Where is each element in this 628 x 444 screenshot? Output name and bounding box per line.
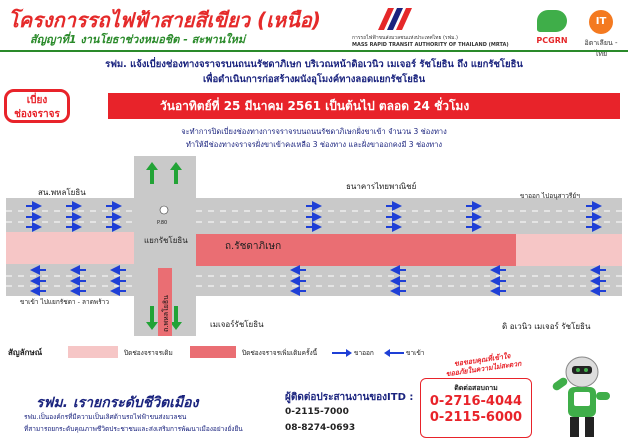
- legend-closed-original: ปิดช่องจราจรเดิม: [124, 349, 173, 357]
- pcgrn-logo-block: PCGRN: [534, 10, 570, 45]
- call-box: ติดต่อสอบถาม 0-2716-4044 0-2115-6000: [420, 378, 532, 438]
- place-scb: ธนาคารไทยพาณิชย์: [346, 182, 417, 191]
- legend-swatch-original: [68, 346, 118, 358]
- cross-road-arrows: [146, 162, 182, 330]
- date-bar: วันอาทิตย์ที่ 25 มีนาคม 2561 เป็นต้นไป ต…: [108, 93, 620, 119]
- call-number-2: 0-2115-6000: [429, 410, 523, 425]
- place-avenue: ดิ อเวนิว เมเจอร์ รัชโยธิน: [502, 322, 591, 331]
- label-inbound: ขาเข้า ไปแยกรัชดา - ลาดพร้าว: [20, 298, 109, 306]
- label-junction: แยกรัชโยธิน: [144, 236, 188, 245]
- legend-closed-added: ปิดช่องจราจรเพิ่มเติมครั้งนี้: [242, 349, 318, 357]
- legend-inbound: ขาเข้า: [406, 349, 425, 357]
- closed-zone-added: [196, 234, 516, 266]
- label-outbound: ขาออก ไปอนุสาวรีย์ฯ: [520, 192, 580, 200]
- slogan: รฟม. เรายกระดับชีวิตเมือง: [36, 395, 199, 411]
- detour-badge-line-2: ช่องจราจร: [14, 109, 60, 120]
- place-major: เมเจอร์รัชโยธิน: [210, 320, 264, 329]
- mrta-logo-icon: [378, 8, 412, 30]
- call-number-1: 0-2716-4044: [429, 394, 523, 409]
- closed-zone-west: [6, 232, 134, 264]
- contact-title: ผู้ติดต่อประสานงานของITD :: [285, 392, 414, 403]
- itd-logo-block: IT อิตาเลียน - ไทย: [578, 10, 624, 60]
- apology-text: ขอขอบคุณที่เข้าใจ ขออภัยในความไม่สะดวก: [423, 348, 542, 382]
- label-road: ถ.รัชดาภิเษก: [225, 241, 282, 252]
- legend-inbound-arrow-icon: [384, 349, 404, 357]
- vision-line-1: รฟม.เป็นองค์กรที่มีความเป็นเลิศด้านรถไฟฟ…: [24, 413, 187, 421]
- closure-note-2: ทำให้มีช่องทางจราจรฝั่งขาเข้าคงเหลือ 3 ช…: [185, 140, 443, 149]
- call-title: ติดต่อสอบถาม: [454, 384, 498, 392]
- mrta-logo-block: การรถไฟฟ้าขนส่งมวลชนแห่งประเทศไทย (รฟม.)…: [352, 8, 509, 48]
- phahon-road-label: ถ.พหลโยธิน: [161, 295, 170, 332]
- mrta-name-en: MASS RAPID TRANSIT AUTHORITY OF THAILAND…: [352, 42, 509, 48]
- legend-outbound-arrow-icon: [332, 349, 352, 357]
- contact-phone-2: 08-8274-0693: [285, 423, 356, 433]
- place-police-station: สน.พหลโยธิน: [38, 188, 86, 197]
- pillar-marker: [159, 205, 169, 215]
- legend-title: สัญลักษณ์: [8, 348, 43, 357]
- vision-line-2: ที่สามารถยกระดับคุณภาพชีวิตประชาชนและส่ง…: [24, 425, 243, 433]
- inbound-arrows: [30, 265, 606, 296]
- detour-badge: เบี่ยง ช่องจราจร: [4, 89, 70, 123]
- header-divider: [0, 50, 628, 52]
- project-subtitle: สัญญาที่1 งานโยธาช่วงหมอชิต - สะพานใหม่: [30, 33, 246, 46]
- closed-zone-east: [516, 234, 622, 266]
- pcgrn-logo-icon: [537, 10, 567, 32]
- detour-badge-line-1: เบี่ยง: [26, 95, 48, 106]
- cross-road-closed-zone: [158, 268, 172, 336]
- itd-logo-icon: IT: [589, 10, 613, 34]
- traffic-map: P.80 ถ.พหลโยธิน: [6, 156, 622, 336]
- pcgrn-label: PCGRN: [536, 36, 568, 45]
- mrta-name-th: การรถไฟฟ้าขนส่งมวลชนแห่งประเทศไทย (รฟม.): [352, 35, 458, 41]
- legend-swatch-added: [190, 346, 236, 358]
- legend-outbound: ขาออก: [354, 349, 374, 357]
- closure-note-1: จะทำการปิดเบี่ยงช่องทางการจราจรบนถนนรัชด…: [181, 127, 447, 136]
- mascot-icon: [552, 356, 610, 437]
- announcement-line-1: รฟม. แจ้งเบี่ยงช่องทางจราจรบนถนนรัชดาภิเ…: [105, 59, 523, 70]
- pillar-label: P.80: [157, 220, 167, 226]
- contact-phone-1: 0-2115-7000: [285, 407, 349, 417]
- announcement-line-2: เพื่อดำเนินการก่อสร้างผนังอุโมงค์ทางลอดแ…: [202, 74, 426, 85]
- itd-label: อิตาเลียน - ไทย: [584, 39, 618, 58]
- project-title: โครงการรถไฟฟ้าสายสีเขียว (เหนือ): [8, 8, 321, 32]
- outbound-arrows: [26, 201, 602, 232]
